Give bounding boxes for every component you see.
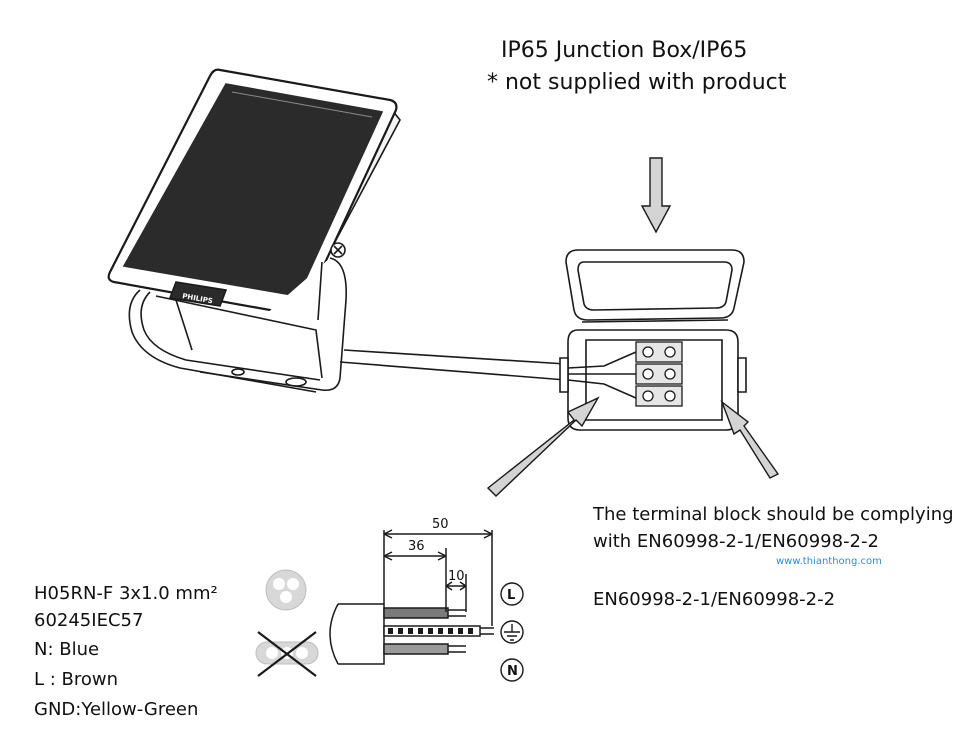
dimension-middle-label: 36 — [408, 539, 425, 554]
floodlight-fixture — [107, 68, 401, 393]
supply-cable — [339, 349, 567, 381]
arrow-to-terminal-block — [720, 399, 780, 479]
neutral-wire-label: N: Blue — [34, 639, 100, 660]
dimension-inner-label: 10 — [448, 569, 465, 584]
terminal-note-line-2: with EN60998-2-1/EN60998-2-2 — [593, 531, 879, 552]
cable-spec-line-2: 60245IEC57 — [34, 610, 144, 631]
down-arrow-to-box — [640, 157, 672, 234]
terminal-symbols — [500, 582, 524, 682]
junction-box — [559, 249, 747, 431]
live-symbol-label: L — [507, 588, 515, 603]
correct-cable-section-icon — [265, 569, 307, 611]
standard-reference: EN60998-2-1/EN60998-2-2 — [593, 589, 836, 610]
junction-box-title: IP65 Junction Box/IP65 — [501, 38, 748, 63]
watermark-link: www.thianthong.com — [776, 556, 882, 567]
terminal-block — [635, 341, 683, 407]
neutral-symbol — [500, 658, 524, 682]
incorrect-cable-section-icon — [255, 631, 319, 677]
live-symbol — [500, 582, 524, 606]
dimension-outer-label: 50 — [432, 517, 449, 532]
arrow-to-box-left — [486, 396, 600, 497]
not-supplied-note: * not supplied with product — [487, 70, 787, 95]
ground-wire-label: GND:Yellow-Green — [34, 699, 199, 720]
terminal-note-line-1: The terminal block should be complying — [593, 504, 954, 525]
cable-spec-line-1: H05RN-F 3x1.0 mm² — [34, 583, 218, 604]
live-wire-label: L : Brown — [34, 669, 119, 690]
cable-strip-detail — [329, 529, 494, 665]
neutral-symbol-label: N — [507, 664, 518, 679]
